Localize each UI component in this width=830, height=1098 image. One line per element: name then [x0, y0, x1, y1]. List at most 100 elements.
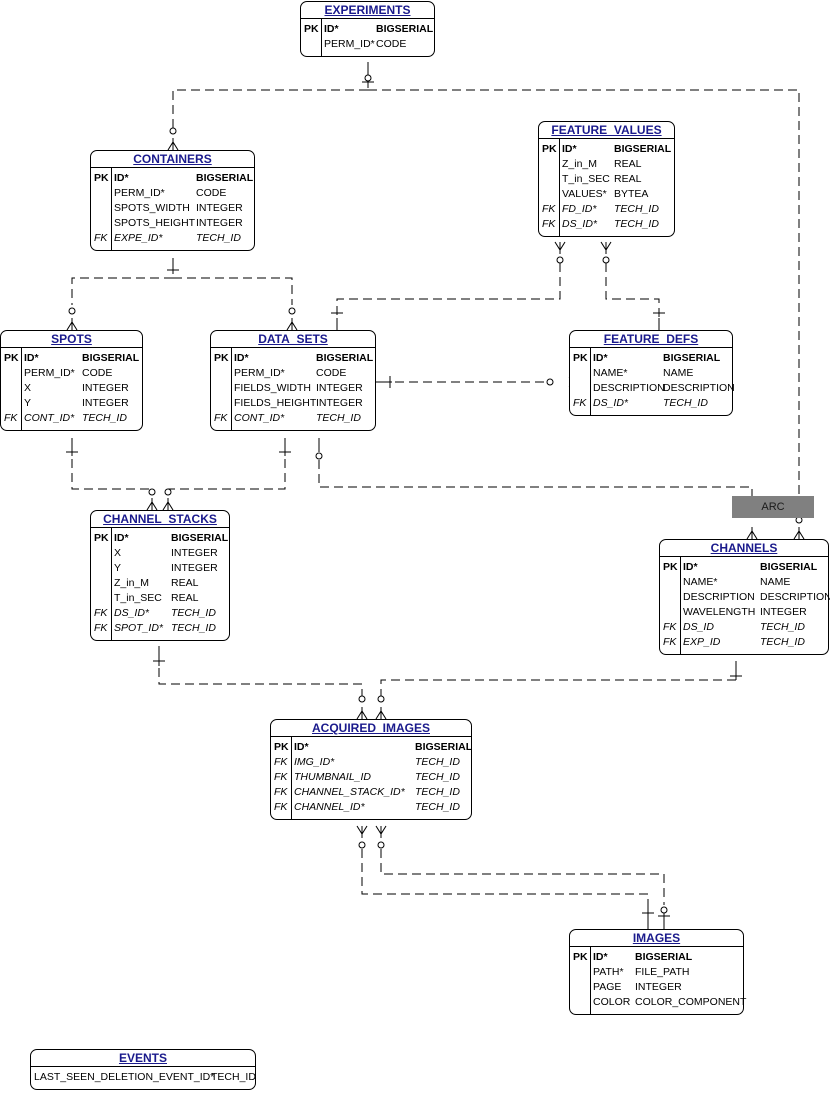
rel-spots-channelstacks [71, 459, 152, 490]
column-row: LAST_SEEN_DELETION_EVENT_ID*TECH_ID [31, 1070, 256, 1085]
column-name: PERM_ID* [114, 187, 165, 199]
column-type: FILE_PATH [635, 966, 690, 978]
key-separator [21, 348, 22, 430]
column-row: PERM_ID*CODE [1, 366, 142, 381]
rel-acquired-images-2 [380, 849, 665, 905]
column-type: DESCRIPTION [760, 591, 830, 603]
column-type: NAME [663, 367, 694, 379]
column-type: TECH_ID [614, 218, 659, 230]
crow-foot [356, 710, 363, 720]
crow-foot [375, 710, 382, 720]
key-separator [680, 557, 681, 654]
optional-circle [164, 488, 172, 496]
column-type: TECH_ID [82, 412, 127, 424]
column-name: CONT_ID* [24, 412, 75, 424]
crow-foot [71, 321, 78, 331]
crow-foot [605, 241, 612, 251]
column-type: TECH_ID [171, 622, 216, 634]
crow-foot [361, 825, 368, 835]
crow-foot [172, 141, 179, 151]
column-type: BIGSERIAL [635, 951, 693, 963]
rel-channelstacks-acquired [158, 668, 363, 696]
column-type: BIGSERIAL [316, 352, 374, 364]
column-row: PK ID* BIGSERIAL [91, 171, 254, 186]
column-type: TECH_ID [415, 771, 460, 783]
column-type: CODE [376, 38, 407, 50]
optional-circle [602, 256, 610, 264]
optional-circle [364, 74, 372, 82]
column-type: TECH_ID [211, 1071, 256, 1083]
optional-circle [68, 307, 76, 315]
column-key: PK [304, 23, 319, 35]
column-type: INTEGER [82, 397, 129, 409]
column-row: PERM_ID*CODE [301, 37, 434, 52]
column-type: INTEGER [196, 202, 243, 214]
column-name: EXPE_ID* [114, 232, 163, 244]
optional-circle [169, 127, 177, 135]
column-name: FIELDS_HEIGHT [234, 397, 317, 409]
column-name: EXP_ID [683, 636, 721, 648]
column-key: FK [274, 771, 288, 783]
entity-title: CHANNEL_STACKS [91, 511, 229, 528]
column-name: PERM_ID* [324, 38, 375, 50]
column-key: FK [214, 412, 228, 424]
column-name: ID* [234, 352, 249, 364]
column-name: WAVELENGTH [683, 606, 756, 618]
column-name: NAME* [683, 576, 718, 588]
column-key: PK [573, 951, 588, 963]
column-type: BIGSERIAL [196, 172, 254, 184]
entity-title: EXPERIMENTS [301, 2, 434, 19]
column-name: ID* [114, 172, 129, 184]
entity-columns: LAST_SEEN_DELETION_EVENT_ID*TECH_ID [31, 1067, 256, 1089]
column-name: X [114, 547, 122, 559]
optional-circle [358, 841, 366, 849]
rel-datasets-channelstacks [168, 459, 286, 490]
column-name: ID* [593, 352, 608, 364]
column-name: DS_ID* [593, 397, 629, 409]
column-type: BYTEA [614, 188, 649, 200]
column-type: TECH_ID [760, 621, 805, 633]
optional-circle [315, 452, 323, 460]
column-type: BIGSERIAL [663, 352, 721, 364]
column-key: PK [4, 352, 19, 364]
column-name: Y [24, 397, 32, 409]
column-type: DESCRIPTION [663, 382, 735, 394]
column-name: NAME* [593, 367, 628, 379]
column-name: ID* [114, 532, 129, 544]
column-key: FK [94, 622, 108, 634]
column-key: PK [94, 172, 109, 184]
column-name: X [24, 382, 32, 394]
